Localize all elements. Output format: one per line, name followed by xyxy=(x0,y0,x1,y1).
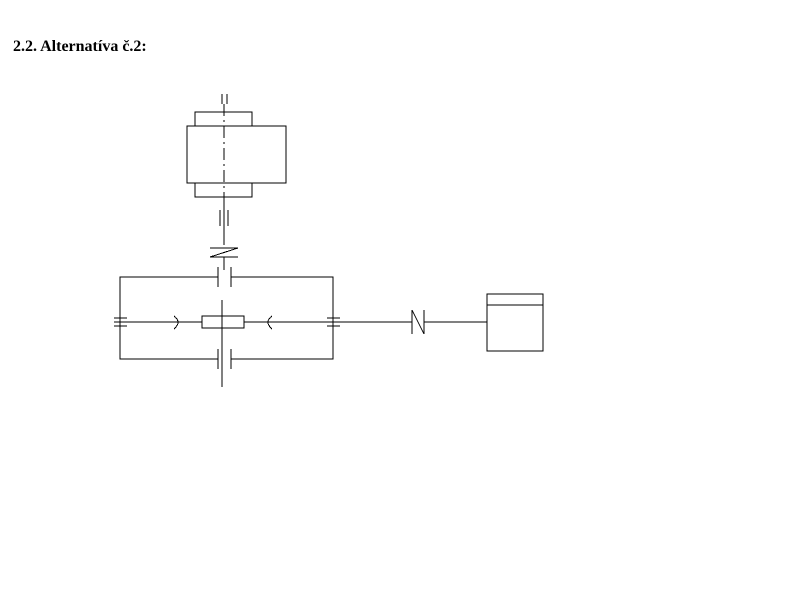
main-horizontal-shaft xyxy=(114,315,412,329)
motor-unit xyxy=(186,94,287,198)
bevel-gear-left-arc xyxy=(173,315,179,330)
bevel-gear-right-arc xyxy=(267,315,273,330)
coupling-diagonal xyxy=(209,247,239,258)
top-gear xyxy=(217,267,232,287)
frame-left-loop xyxy=(119,276,218,360)
input-shaft xyxy=(219,197,229,245)
output-coupling xyxy=(411,309,487,335)
gearbox-frame xyxy=(119,276,334,360)
right-bearing xyxy=(327,317,340,327)
coupling-symbol xyxy=(209,247,239,270)
left-bearing xyxy=(114,317,127,327)
bottom-gear xyxy=(217,349,232,369)
frame-right-loop xyxy=(231,276,334,360)
driven-machine-body xyxy=(486,293,544,352)
section-heading: 2.2. Alternatíva č.2: xyxy=(13,38,147,55)
driven-machine xyxy=(486,293,544,352)
bevel-gears xyxy=(173,315,273,330)
output-coupling-diagonal xyxy=(411,309,425,335)
shaft-center-hub xyxy=(201,315,245,329)
motor-body xyxy=(186,125,287,184)
